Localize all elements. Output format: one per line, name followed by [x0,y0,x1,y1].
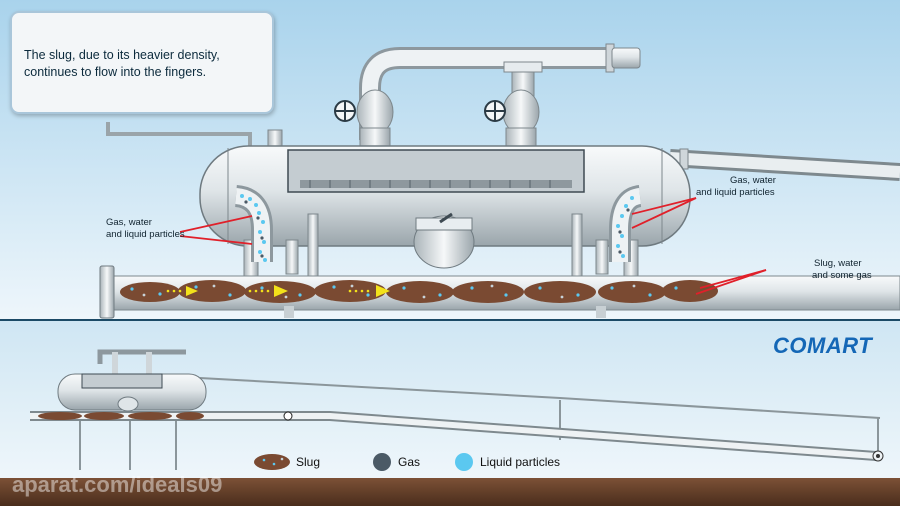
legend-gas-label: Gas [398,455,421,469]
label-right-particles: Gas, water and liquid particles [696,175,776,199]
legend-slug-icon [254,454,290,470]
legend-slug-label: Slug [296,455,321,469]
label-right-line-1: Gas, water [730,175,776,186]
legend-liquid-icon [455,453,473,471]
legend-liquid-label: Liquid particles [480,455,561,469]
caption-box: The slug, due to its heavier density, co… [10,11,274,114]
caption-line-2: continues to flow into the fingers. [24,65,207,79]
comart-logo: COMART [773,333,873,358]
label-left-line-1: Gas, water [106,217,152,228]
label-right-line-2: and liquid particles [696,187,775,198]
legend-gas-icon [373,453,391,471]
caption-line-1: The slug, due to its heavier density, [24,48,220,62]
watermark: aparat.com/ideals09 [12,472,223,497]
label-slug-gas: Slug, water and some gas [812,258,872,282]
slug-flow [120,280,718,303]
caption-text: The slug, due to its heavier density, co… [24,47,264,81]
label-left-particles: Gas, water and liquid particles [106,217,185,241]
label-slug-line-2: and some gas [812,270,872,281]
label-left-line-2: and liquid particles [106,229,185,240]
label-slug-line-1: Slug, water [814,258,862,269]
